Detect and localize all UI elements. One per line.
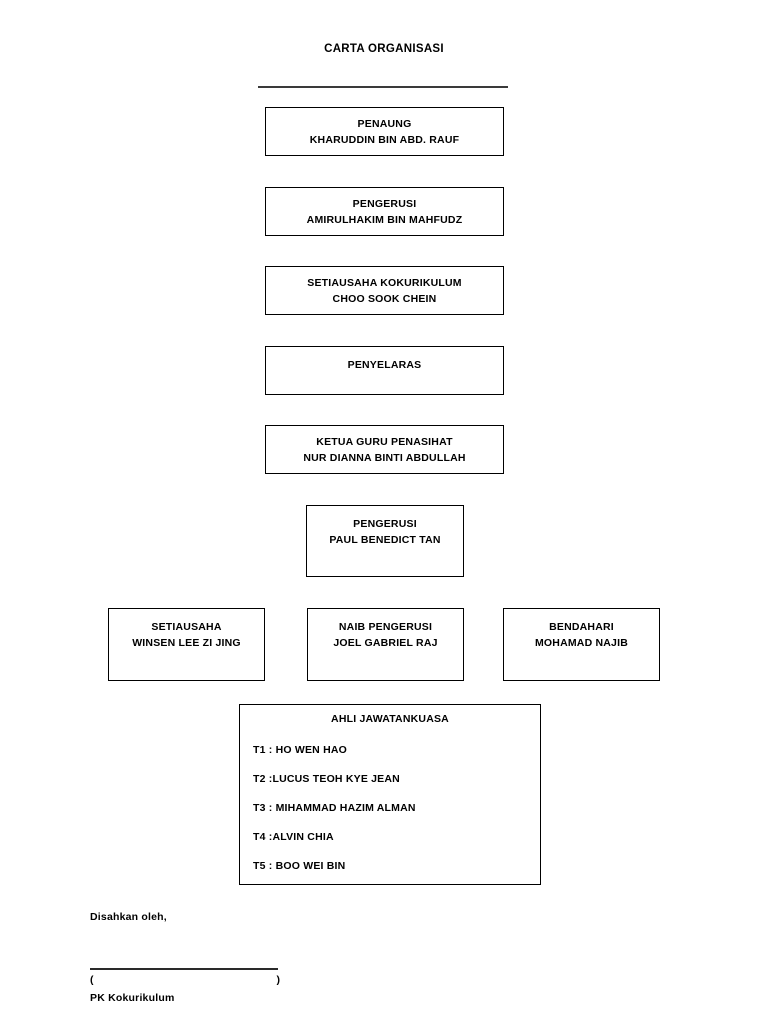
- org-node-bendahari[interactable]: BENDAHARI MOHAMAD NAJIB: [503, 608, 660, 681]
- org-node-ketua-guru-penasihat[interactable]: KETUA GURU PENASIHAT NUR DIANNA BINTI AB…: [265, 425, 504, 474]
- approved-by-label: Disahkan oleh,: [90, 911, 167, 923]
- org-node-name: NUR DIANNA BINTI ABDULLAH: [303, 451, 466, 464]
- list-item: T2 :LUCUS TEOH KYE JEAN: [253, 773, 400, 785]
- org-node-name: KHARUDDIN BIN ABD. RAUF: [309, 133, 460, 146]
- list-item: T4 :ALVIN CHIA: [253, 831, 334, 843]
- paren-close: ): [276, 974, 281, 986]
- paren-open: (: [90, 974, 94, 986]
- org-node-role: SETIAUSAHA KOKURIKULUM: [307, 276, 462, 289]
- signature-name-field: ( ): [90, 974, 280, 986]
- committee-member-list: T1 : HO WEN HAO T2 :LUCUS TEOH KYE JEAN …: [240, 736, 540, 881]
- list-item: T3 : MIHAMMAD HAZIM ALMAN: [253, 802, 416, 814]
- org-node-role: PENAUNG: [357, 117, 412, 130]
- org-node-role: PENGERUSI: [352, 197, 417, 210]
- org-node-role: PENYELARAS: [347, 359, 422, 371]
- signatory-role: PK Kokurikulum: [90, 992, 175, 1004]
- org-node-name: PAUL BENEDICT TAN: [329, 534, 441, 546]
- org-node-setiausaha[interactable]: SETIAUSAHA WINSEN LEE ZI JING: [108, 608, 265, 681]
- org-node-penaung[interactable]: PENAUNG KHARUDDIN BIN ABD. RAUF: [265, 107, 504, 156]
- list-item: T5 : BOO WEI BIN: [253, 860, 346, 872]
- committee-title: AHLI JAWATANKUASA: [331, 713, 449, 725]
- org-node-setiausaha-kokurikulum[interactable]: SETIAUSAHA KOKURIKULUM CHOO SOOK CHEIN: [265, 266, 504, 315]
- org-node-pengerusi-murid[interactable]: PENGERUSI PAUL BENEDICT TAN: [306, 505, 464, 577]
- org-node-role: PENGERUSI: [353, 518, 417, 530]
- org-node-naib-pengerusi[interactable]: NAIB PENGERUSI JOEL GABRIEL RAJ: [307, 608, 464, 681]
- org-node-penyelaras[interactable]: PENYELARAS: [265, 346, 504, 395]
- signature-line: [90, 968, 278, 970]
- page-title: CARTA ORGANISASI: [324, 43, 444, 55]
- org-node-name: MOHAMAD NAJIB: [534, 637, 628, 649]
- org-node-pengerusi[interactable]: PENGERUSI AMIRULHAKIM BIN MAHFUDZ: [265, 187, 504, 236]
- org-node-name: JOEL GABRIEL RAJ: [333, 637, 438, 649]
- org-node-name: CHOO SOOK CHEIN: [332, 292, 437, 305]
- org-node-ahli-jawatankuasa[interactable]: AHLI JAWATANKUASA T1 : HO WEN HAO T2 :LU…: [239, 704, 541, 885]
- list-item: T1 : HO WEN HAO: [253, 744, 347, 756]
- org-node-role: BENDAHARI: [549, 621, 614, 633]
- org-node-name: WINSEN LEE ZI JING: [132, 637, 241, 649]
- org-node-name: AMIRULHAKIM BIN MAHFUDZ: [306, 213, 463, 226]
- org-node-role: NAIB PENGERUSI: [338, 621, 433, 633]
- title-underline-rule: [258, 86, 508, 88]
- org-node-role: SETIAUSAHA: [151, 621, 222, 633]
- org-node-role: KETUA GURU PENASIHAT: [316, 435, 453, 448]
